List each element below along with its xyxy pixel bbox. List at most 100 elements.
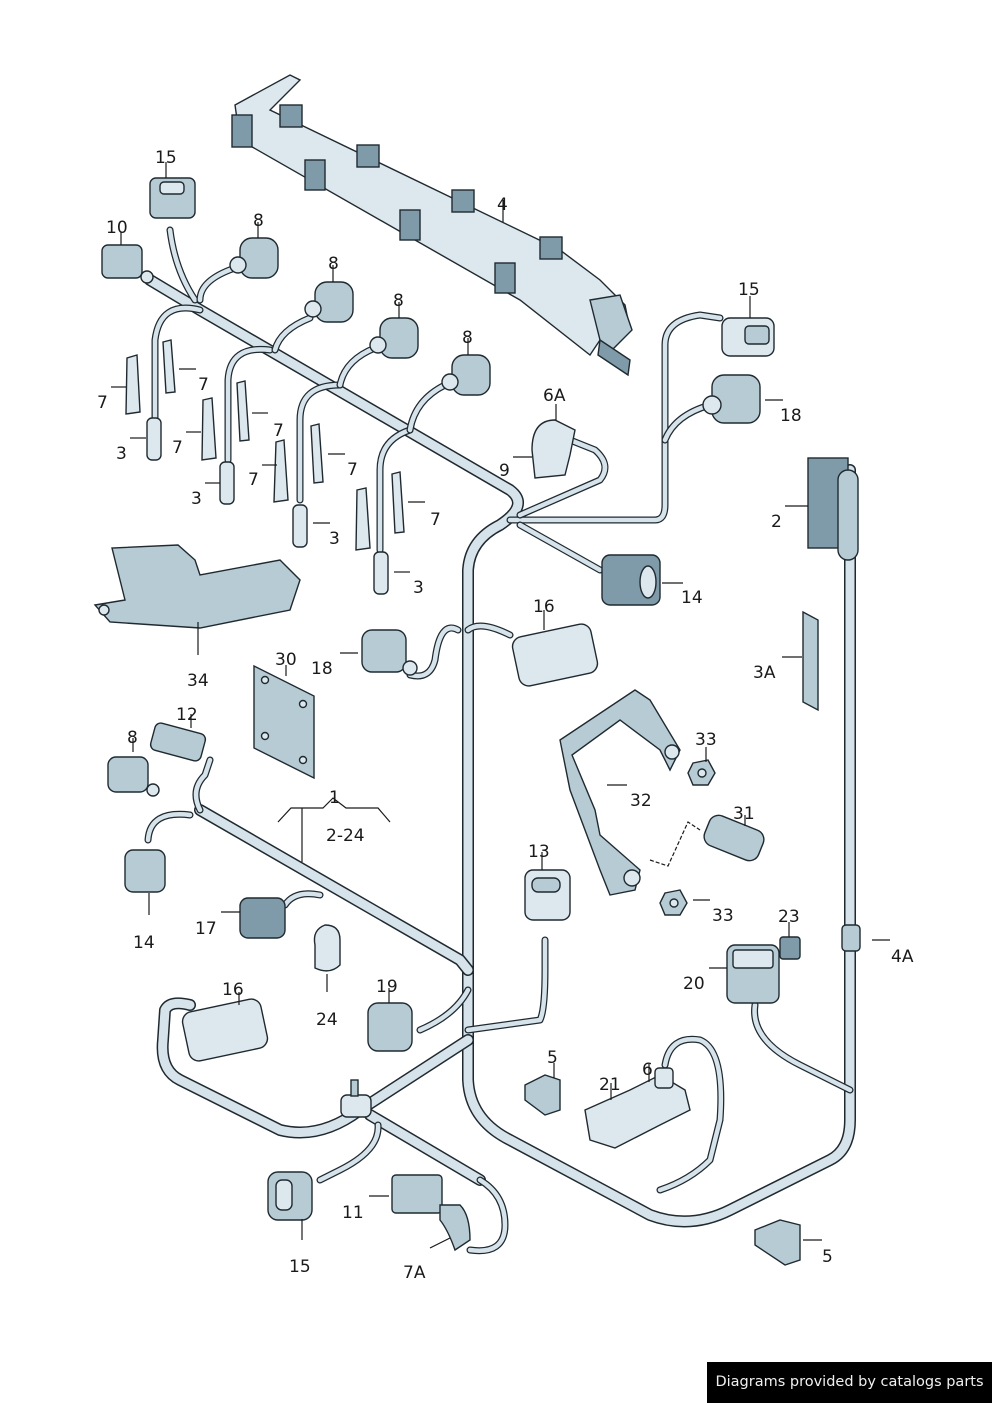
module-part-2[interactable] — [807, 457, 859, 561]
nut-part-33-bottom[interactable] — [659, 889, 688, 916]
callout-8: 8 — [393, 291, 404, 311]
callout-2-24: 2-24 — [326, 826, 365, 846]
credit-banner: Diagrams provided by catalogs parts — [707, 1362, 992, 1403]
connector-6[interactable] — [654, 1067, 674, 1089]
callout-10: 10 — [106, 218, 128, 238]
connector-20[interactable] — [726, 944, 780, 1004]
clip-part-5-top[interactable] — [524, 1074, 561, 1116]
connector-11[interactable] — [391, 1174, 443, 1214]
callout-23: 23 — [778, 907, 800, 927]
callout-30: 30 — [275, 650, 297, 670]
connector-8-c[interactable] — [369, 317, 419, 359]
leader-lines — [111, 162, 890, 1249]
connector-23[interactable] — [779, 936, 801, 960]
connector-8-a[interactable] — [229, 237, 279, 279]
ground-stud — [340, 1079, 372, 1118]
callout-14: 14 — [681, 588, 703, 608]
callout-3: 3 — [413, 578, 424, 598]
callout-11: 11 — [342, 1203, 364, 1223]
connector-15-bottom[interactable] — [267, 1171, 313, 1221]
callout-33: 33 — [695, 730, 717, 750]
callout-4: 4 — [497, 195, 508, 215]
sensors-part-3[interactable] — [146, 417, 389, 595]
callout-6: 6 — [642, 1060, 653, 1080]
harness-rail-part-4[interactable] — [231, 74, 633, 377]
connector-21[interactable] — [584, 1074, 691, 1149]
callout-15: 15 — [738, 280, 760, 300]
callout-19: 19 — [376, 977, 398, 997]
callout-18: 18 — [780, 406, 802, 426]
callout-3: 3 — [191, 489, 202, 509]
clip-part-4A[interactable] — [841, 924, 861, 952]
connector-15-right[interactable] — [721, 317, 775, 357]
branch-wires — [144, 226, 854, 1255]
connector-19[interactable] — [367, 1002, 413, 1052]
connector-12[interactable] — [149, 722, 207, 763]
connector-18-mid[interactable] — [361, 629, 418, 676]
bracket-part-34[interactable] — [93, 544, 301, 629]
callout-7: 7 — [273, 421, 284, 441]
connector-15-top[interactable] — [149, 177, 196, 219]
connector-14-left[interactable] — [124, 849, 166, 893]
callout-3: 3 — [116, 444, 127, 464]
callout-33: 33 — [712, 906, 734, 926]
connector-16-lower[interactable] — [181, 997, 270, 1063]
callout-21: 21 — [599, 1075, 621, 1095]
callout-34: 34 — [187, 671, 209, 691]
connector-8-lower[interactable] — [107, 756, 160, 797]
nut-part-33-top[interactable] — [687, 759, 716, 786]
callout-16: 16 — [533, 597, 555, 617]
callout-9: 9 — [499, 461, 510, 481]
connector-13[interactable] — [524, 869, 571, 921]
callout-31: 31 — [733, 804, 755, 824]
callout-8: 8 — [127, 728, 138, 748]
callout-15: 15 — [289, 1257, 311, 1277]
connector-10[interactable] — [101, 244, 154, 284]
callout-32: 32 — [630, 791, 652, 811]
bracket-part-32[interactable] — [559, 689, 681, 896]
callout-labels: 15 10 8 8 8 8 4 7 7 7 7 7 7 7 3 3 3 3 15… — [97, 148, 914, 1283]
callout-8: 8 — [253, 211, 264, 231]
callout-2: 2 — [771, 512, 782, 532]
callout-18: 18 — [311, 659, 333, 679]
callout-7: 7 — [248, 470, 259, 490]
callout-7: 7 — [172, 438, 183, 458]
callout-7: 7 — [97, 393, 108, 413]
callout-3: 3 — [329, 529, 340, 549]
strip-part-3A[interactable] — [802, 610, 819, 712]
callout-6A: 6A — [543, 386, 566, 406]
boots-part-7[interactable] — [125, 339, 405, 551]
callout-8: 8 — [462, 328, 473, 348]
sleeve-part-31[interactable] — [701, 812, 767, 863]
callout-5: 5 — [822, 1247, 833, 1267]
callout-12: 12 — [176, 705, 198, 725]
callout-17: 17 — [195, 919, 217, 939]
callout-20: 20 — [683, 974, 705, 994]
callout-24: 24 — [316, 1010, 338, 1030]
connector-16-mid[interactable] — [511, 622, 600, 688]
callout-15: 15 — [155, 148, 177, 168]
callout-1: 1 — [329, 788, 340, 808]
clip-part-24[interactable] — [313, 924, 341, 972]
callout-14: 14 — [133, 933, 155, 953]
callout-3A: 3A — [753, 663, 776, 683]
callout-7: 7 — [347, 460, 358, 480]
connector-17[interactable] — [239, 897, 286, 939]
connector-8-d[interactable] — [441, 354, 491, 396]
callout-13: 13 — [528, 842, 550, 862]
connector-8-b[interactable] — [304, 281, 354, 323]
callout-16: 16 — [222, 980, 244, 1000]
plate-part-30[interactable] — [253, 664, 315, 780]
connector-14-right[interactable] — [601, 554, 661, 606]
connector-18-right[interactable] — [702, 374, 761, 424]
connector-7A[interactable] — [439, 1204, 471, 1252]
sleeve-leader — [649, 821, 701, 867]
callout-7: 7 — [430, 510, 441, 530]
callout-8: 8 — [328, 254, 339, 274]
connector-6A[interactable] — [531, 419, 576, 479]
callout-5: 5 — [547, 1048, 558, 1068]
callout-7A: 7A — [403, 1263, 426, 1283]
clip-part-5-bottom[interactable] — [754, 1219, 801, 1266]
callout-7: 7 — [198, 375, 209, 395]
